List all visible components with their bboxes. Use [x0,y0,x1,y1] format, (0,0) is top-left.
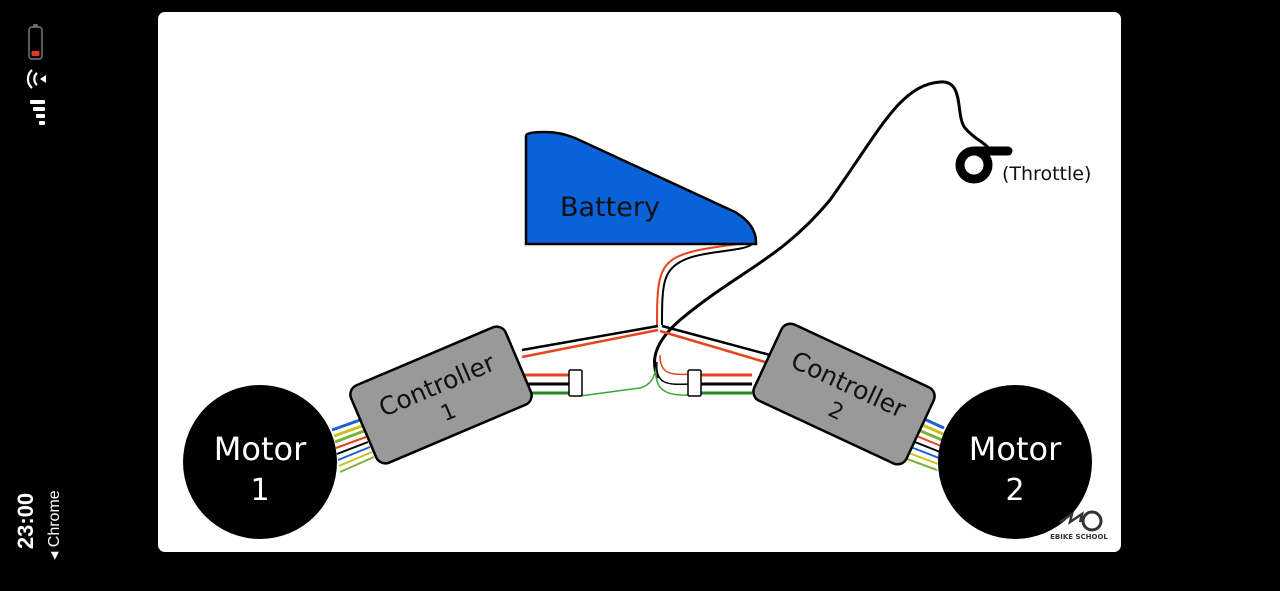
motor-2-label: Motor [969,430,1062,468]
svg-text:EBIKE SCHOOL: EBIKE SCHOOL [1050,533,1108,541]
logo-bolt-icon [1059,511,1084,525]
diagram-panel: Battery (Throttle) Controller 1 Controll… [158,12,1121,552]
cellular-signal-icon [30,100,45,125]
battery-label: Battery [560,192,660,223]
wifi-icon [26,69,46,89]
motor-1-number: 1 [250,473,269,508]
motor-1: Motor 1 [183,385,337,539]
controller-2: Controller 2 [752,322,936,466]
motor-2: Motor 2 [938,385,1092,539]
power-wires [521,324,771,364]
throttle-cable [653,80,992,379]
motor-1-label: Motor [214,430,307,468]
battery-icon [28,24,43,60]
phase-wires-left [331,418,375,473]
connector-left [568,369,583,397]
signal-wires-right [655,354,752,396]
battery-body [524,130,758,246]
wiring-diagram: Battery (Throttle) Controller 1 Controll… [183,80,1108,541]
connector-right [687,369,702,397]
throttle: (Throttle) [955,146,1091,185]
battery-pack: Battery [524,130,758,246]
motor-2-number: 2 [1005,473,1024,508]
throttle-label: (Throttle) [1002,163,1091,185]
signal-wires-left [525,364,658,397]
ebike-school-logo: EBIKE SCHOOL [1050,510,1108,541]
status-bar: 23:00 ◂ Chrome [0,0,75,591]
back-to-app-button[interactable]: ◂ Chrome [46,490,63,560]
controller-1: Controller 1 [349,325,533,465]
logo-wheel-icon [1081,510,1103,532]
battery-leads [656,239,753,326]
